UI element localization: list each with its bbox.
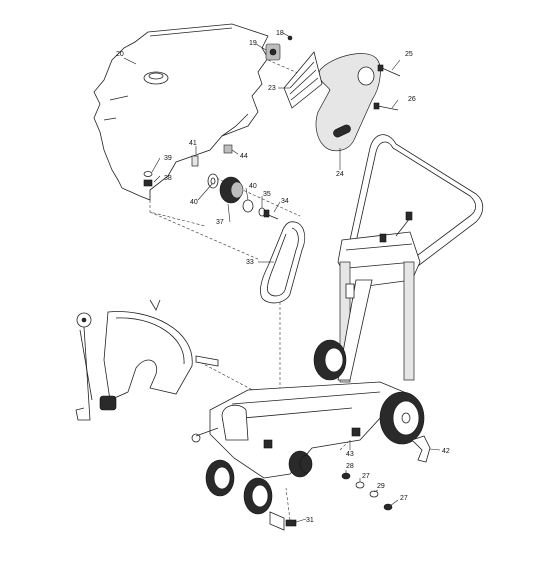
callout-40-left: 40: [190, 199, 198, 206]
rear-wheel-left: [313, 339, 347, 381]
callout-27-upper: 27: [362, 473, 370, 480]
part-37-pulley: [219, 176, 244, 204]
front-wheel-right: [243, 477, 273, 515]
small-hardware: [143, 35, 293, 220]
callout-35: 35: [263, 191, 271, 198]
bottom-hardware: [269, 435, 431, 531]
part-40-washer: [207, 173, 219, 189]
part-24-belt-guard: [315, 53, 381, 152]
callout-18: 18: [276, 30, 284, 37]
callout-38: 38: [164, 175, 172, 182]
callout-26: 26: [408, 96, 416, 103]
callout-39: 39: [164, 155, 172, 162]
part-41-pin: [191, 155, 199, 167]
callout-25: 25: [405, 51, 413, 58]
callout-33: 33: [246, 259, 254, 266]
callout-labels: 18 19 20 23 24 25 26 27 27 28 29 31 33 3…: [116, 30, 450, 524]
part-42-elbow-fitting: [411, 435, 431, 463]
callout-42: 42: [442, 448, 450, 455]
part-39-washer: [143, 171, 153, 177]
part-40b-washer: [242, 199, 254, 213]
callout-27-lower: 27: [400, 495, 408, 502]
blade-guard-assembly: [75, 299, 219, 421]
callout-31: 31: [306, 517, 314, 524]
part-19-fan-gear: [265, 43, 281, 61]
part-34-bolt: [263, 209, 279, 220]
callout-43: 43: [346, 451, 354, 458]
part-38-nut: [143, 179, 153, 187]
part-26-bolt: [373, 102, 399, 111]
callout-41: 41: [189, 140, 197, 147]
rear-wheel-right: [379, 391, 425, 445]
callout-34: 34: [281, 198, 289, 205]
callout-44: 44: [240, 153, 248, 160]
engine-outline: [93, 23, 269, 201]
front-wheel-roller: [288, 450, 313, 478]
callout-20: 20: [116, 51, 124, 58]
front-wheel-left: [205, 459, 235, 497]
callout-29: 29: [377, 483, 385, 490]
callout-23: 23: [268, 85, 276, 92]
callout-24: 24: [336, 171, 344, 178]
part-31-bracket: [269, 511, 297, 531]
base-chassis: [191, 381, 405, 479]
part-44-fitting: [223, 144, 233, 154]
part-33-belt: [260, 221, 306, 304]
callout-19: 19: [249, 40, 257, 47]
callout-28: 28: [346, 463, 354, 470]
callout-37: 37: [216, 219, 224, 226]
callout-40-right: 40: [249, 183, 257, 190]
wheels: [205, 339, 425, 515]
callout-leaders: [123, 32, 441, 523]
part-25-bolt: [377, 64, 401, 77]
part-23-vent-grille: [283, 51, 323, 109]
handle-frame: [337, 134, 484, 383]
